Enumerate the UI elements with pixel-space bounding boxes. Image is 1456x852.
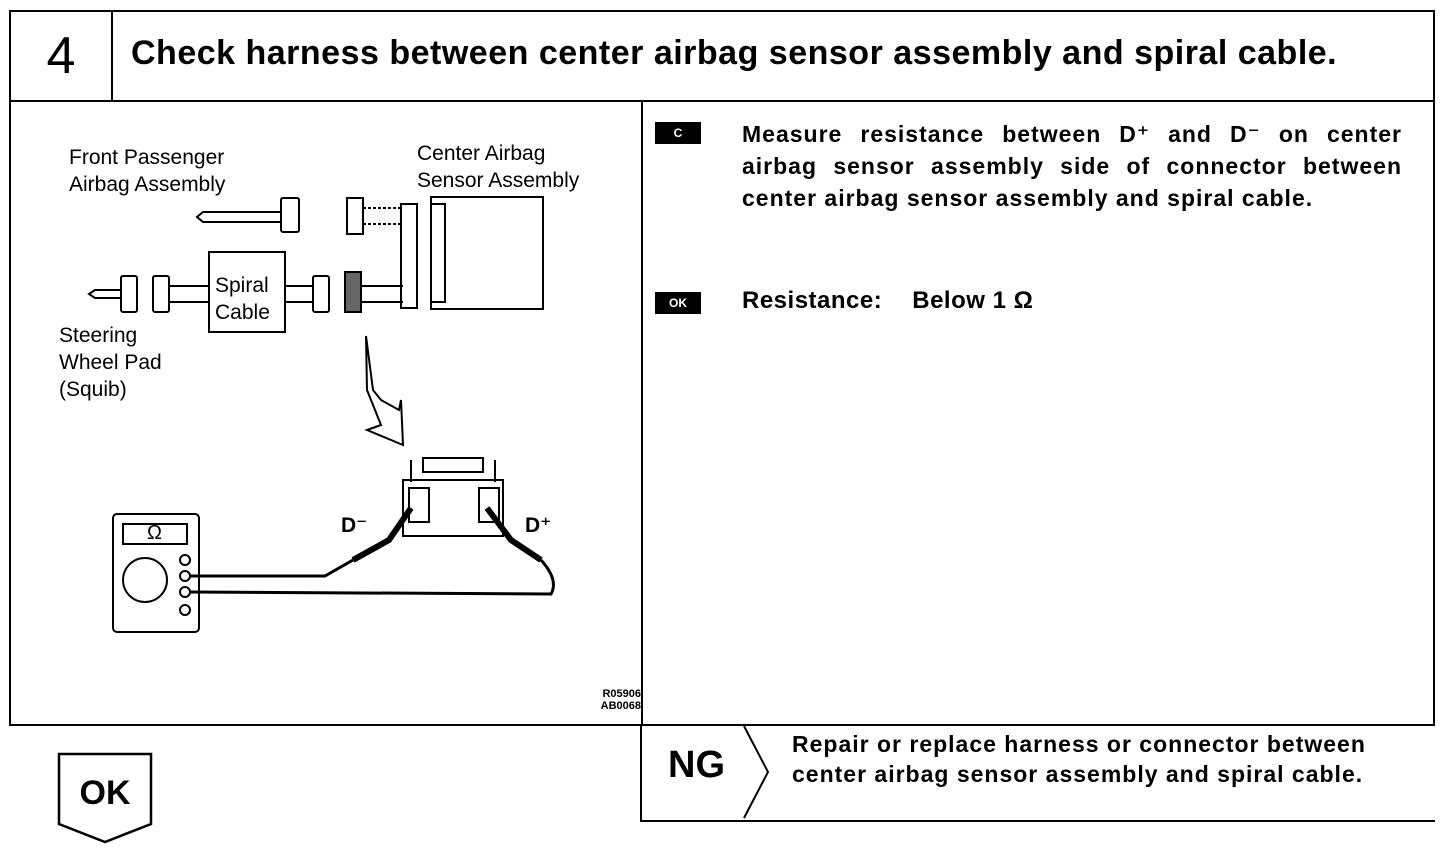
wiring-diagram: Front Passenger Airbag Assembly Center A… — [11, 100, 641, 724]
label-front-passenger: Front Passenger Airbag Assembly — [69, 144, 225, 198]
step-number: 4 — [11, 12, 113, 100]
check-tag: C — [655, 122, 701, 144]
ref-code-line2: AB0068 — [600, 700, 641, 712]
label-steering-wheel-pad: Steering Wheel Pad (Squib) — [59, 322, 162, 403]
label-spiral-line1: Spiral — [215, 274, 269, 297]
label-steering-line2: Wheel Pad — [59, 351, 162, 374]
wiring-diagram-illustration — [87, 196, 555, 633]
figure-reference-code: R05906 AB0068 — [561, 688, 641, 712]
ng-label: NG — [668, 744, 725, 786]
ref-code-line1: R05906 — [602, 688, 641, 700]
ok-tag: OK — [655, 292, 701, 314]
step-header: 4 Check harness between center airbag se… — [9, 10, 1435, 102]
meter-omega: Ω — [147, 522, 162, 544]
label-d-minus: D⁻ — [341, 514, 368, 537]
label-center-airbag: Center Airbag Sensor Assembly — [417, 140, 579, 194]
ng-action: Repair or replace harness or connector b… — [792, 731, 1366, 787]
spec-value: Below 1 Ω — [912, 287, 1034, 314]
step-content: Front Passenger Airbag Assembly Center A… — [9, 100, 1435, 726]
spec-label: Resistance: — [742, 287, 883, 314]
label-center-airbag-line2: Sensor Assembly — [417, 169, 580, 192]
label-steering-line3: (Squib) — [59, 378, 127, 401]
ng-result-box: NG Repair or replace harness or connecto… — [640, 724, 1435, 822]
ok-result-label: OK — [79, 774, 131, 812]
label-front-passenger-line1: Front Passenger — [69, 146, 225, 169]
label-steering-line1: Steering — [59, 324, 138, 347]
label-center-airbag-line1: Center Airbag — [417, 142, 546, 165]
label-d-plus: D⁺ — [525, 514, 552, 537]
chevron-right-icon — [743, 725, 770, 819]
label-front-passenger-line2: Airbag Assembly — [69, 173, 226, 196]
label-spiral-cable: Spiral Cable — [215, 272, 270, 326]
column-divider — [641, 100, 643, 724]
resistance-spec: Resistance: Below 1 Ω — [742, 287, 1033, 315]
step-title: Check harness between center airbag sens… — [131, 34, 1338, 72]
measure-instruction: Measure resistance between D⁺ and D⁻ on … — [742, 121, 1402, 211]
label-spiral-line2: Cable — [215, 301, 270, 324]
ok-arrow-icon — [57, 752, 153, 844]
